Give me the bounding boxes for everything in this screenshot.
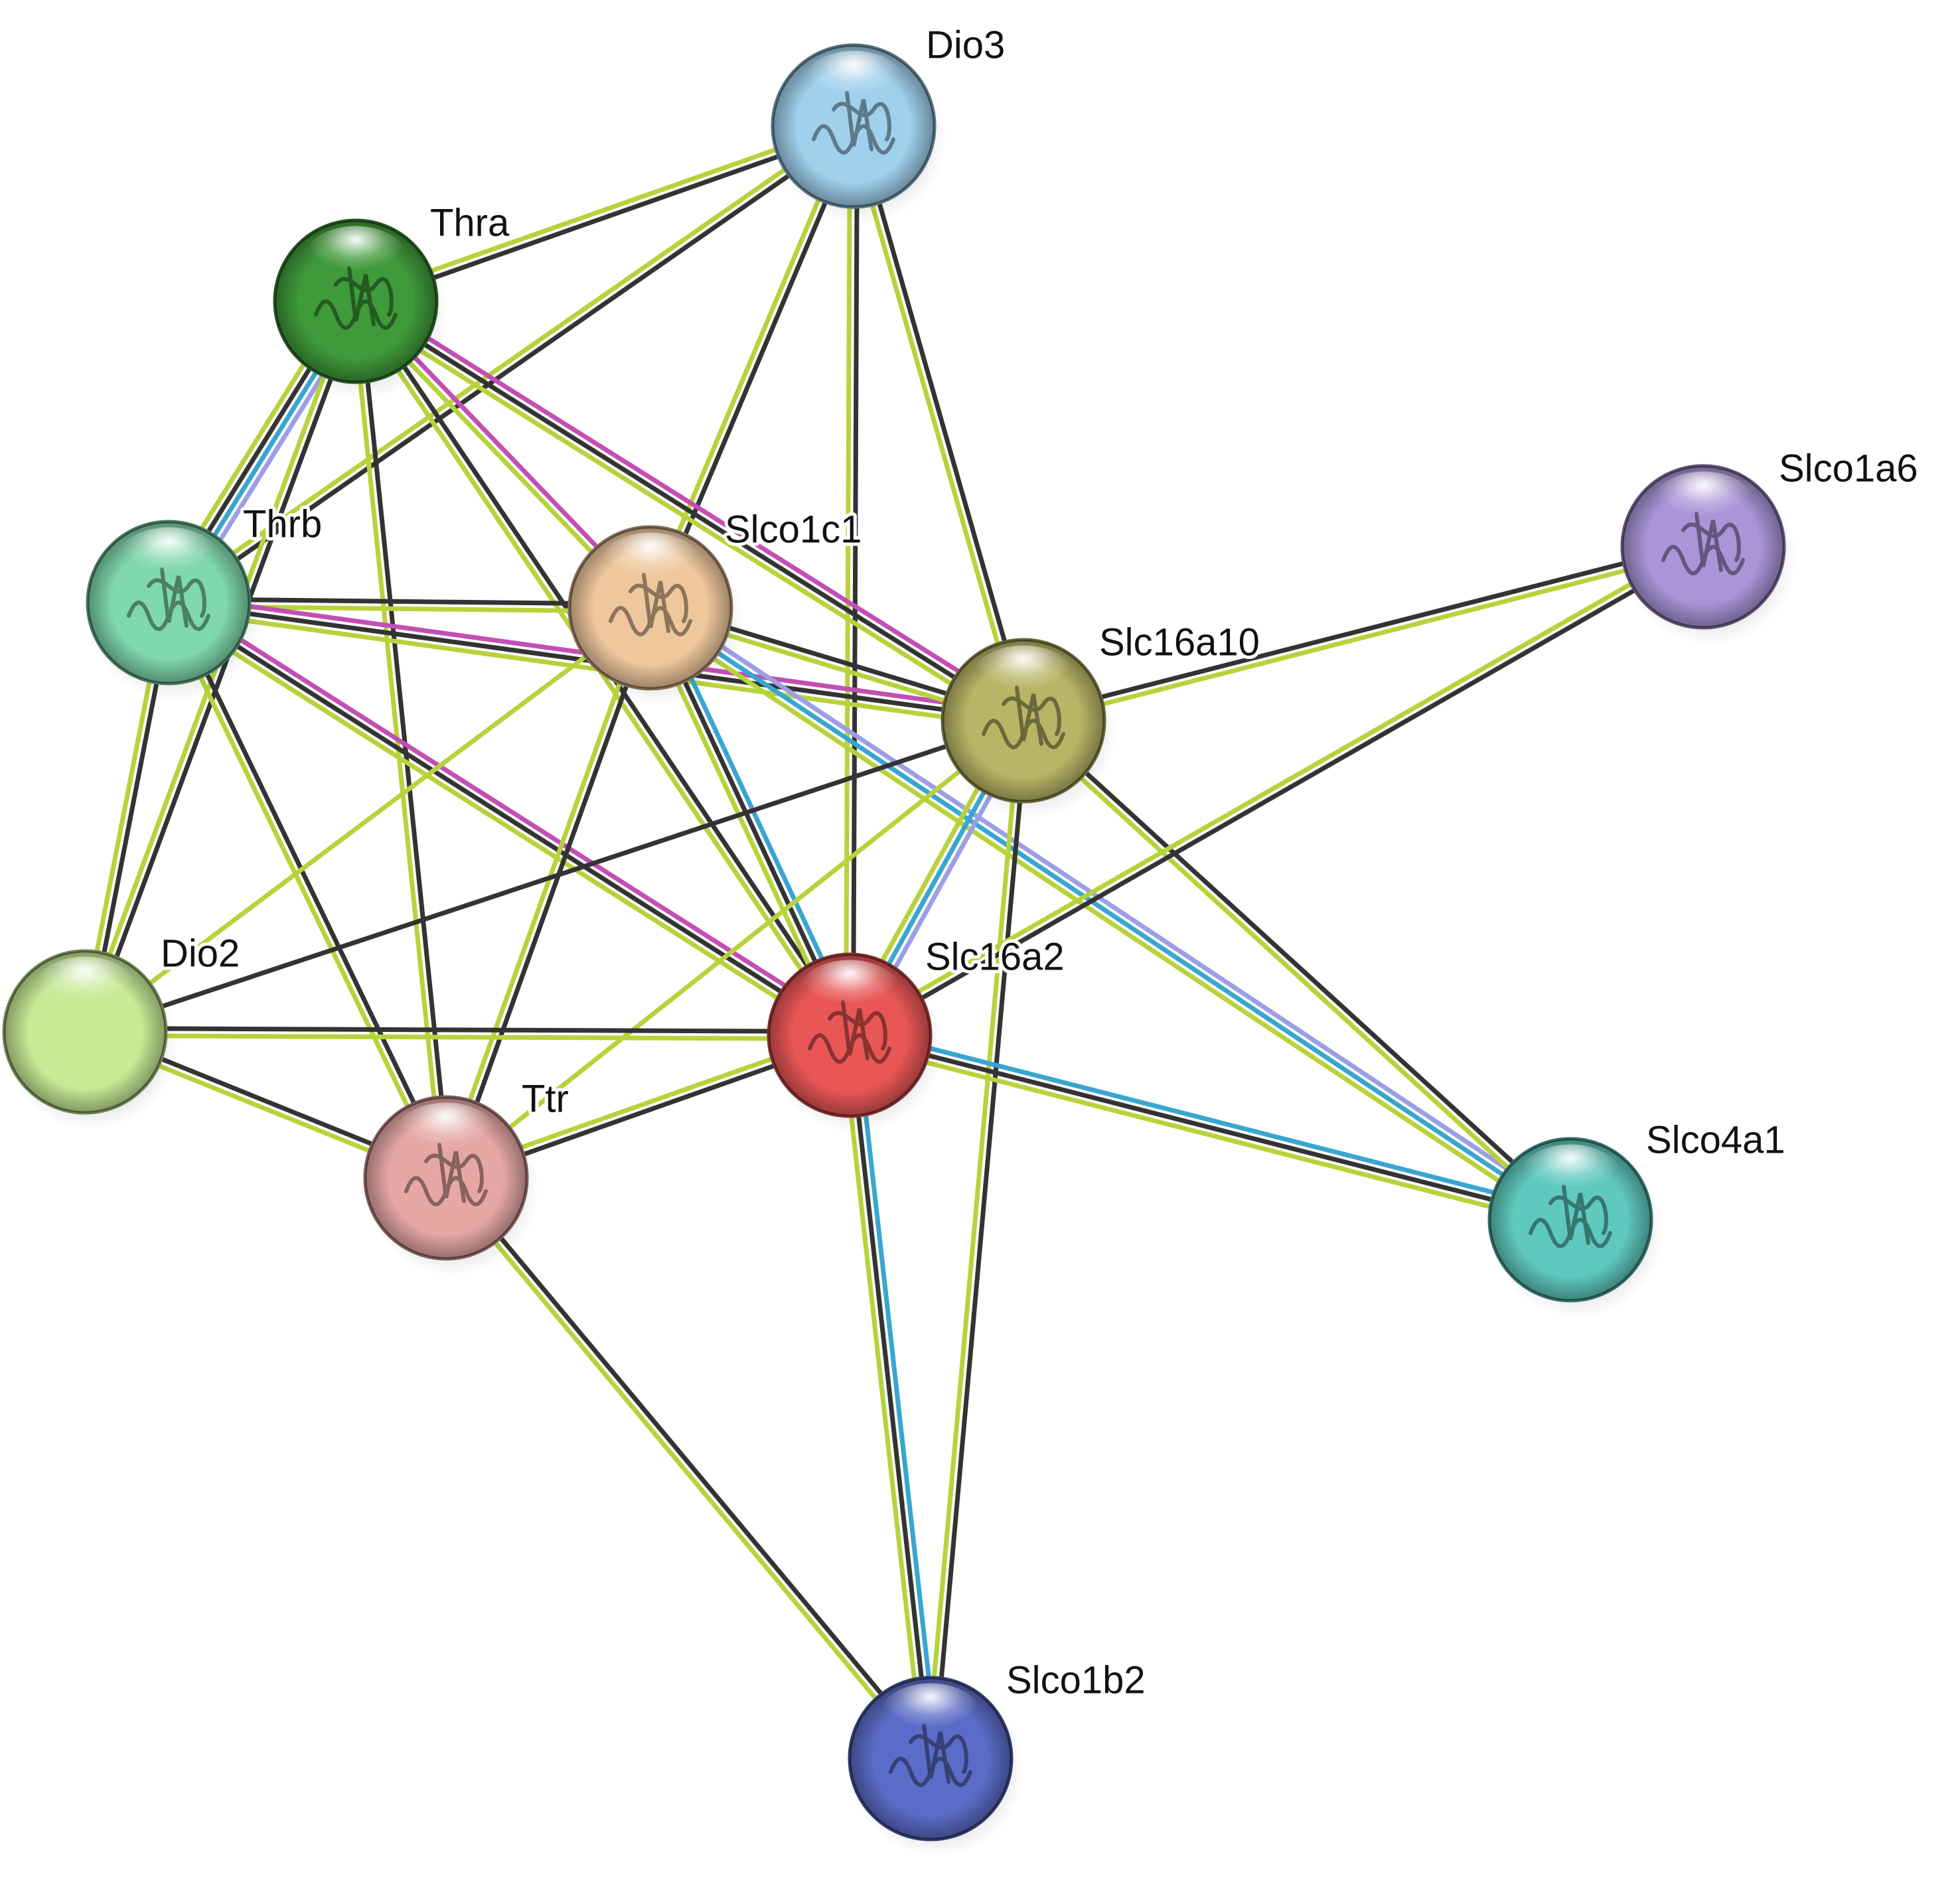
- edge-line-coexpression: [931, 721, 1029, 1759]
- edge-line-coexpression: [447, 608, 656, 1181]
- edge-line-coexpression: [849, 1033, 1571, 1222]
- edge-line-textmining: [848, 126, 1023, 723]
- edge-line-coexpression: [354, 299, 1025, 723]
- node-label-slco1b2: Slco1b2: [1006, 1658, 1146, 1702]
- node-ttr[interactable]: Ttr: [363, 1074, 572, 1276]
- node-slco1b2[interactable]: Slco1b2: [848, 1655, 1149, 1857]
- edge-line-coexpression: [847, 1035, 933, 1759]
- node-gloss: [396, 1102, 496, 1165]
- edge-slc16a10-dio2[interactable]: [84, 718, 1025, 1035]
- edge-line-textmining: [354, 120, 854, 301]
- edge-dio3-slc16a10[interactable]: [848, 124, 1029, 723]
- edge-thrb-slc16a2[interactable]: [163, 594, 855, 1044]
- node-dio2[interactable]: Dio2: [2, 928, 243, 1130]
- node-label-slco4a1: Slco4a1: [1646, 1118, 1785, 1161]
- edge-line-textmining: [163, 607, 847, 1044]
- node-label-slc16a10: Slc16a10: [1099, 620, 1260, 664]
- edge-line-coexpression: [851, 126, 860, 1036]
- edge-slc16a10-slco1b2[interactable]: [925, 720, 1029, 1759]
- node-label-dio2: Dio2: [161, 932, 240, 975]
- edge-slc16a2-slco4a1[interactable]: [847, 1025, 1573, 1230]
- node-label-ttr: Ttr: [522, 1077, 569, 1120]
- node-label-thra: Thra: [430, 201, 510, 244]
- node-gloss: [1520, 1144, 1621, 1206]
- edge-line-textmining: [163, 603, 445, 1181]
- edge-line-textmining: [1019, 721, 1570, 1224]
- edge-line-coexpression: [85, 1026, 850, 1034]
- edge-line-experimental: [358, 293, 1029, 717]
- node-label-slc16a2: Slc16a2: [925, 935, 1065, 978]
- edge-line-textmining: [847, 1040, 1570, 1230]
- edge-line-textmining: [840, 1035, 926, 1760]
- node-slco4a1[interactable]: Slco4a1: [1487, 1115, 1789, 1318]
- node-gloss: [880, 1683, 981, 1745]
- edge-dio3-slc16a2[interactable]: [844, 125, 860, 1036]
- edge-slc16a2-slco1b2[interactable]: [840, 1034, 941, 1760]
- edge-thrb-ttr[interactable]: [163, 600, 452, 1181]
- node-gloss: [1653, 471, 1754, 534]
- edge-line-coexpression: [167, 601, 851, 1037]
- edge-slco1c1-dio2[interactable]: [83, 606, 652, 1034]
- node-label-thrb: Thrb: [243, 502, 322, 545]
- edge-line-textmining: [844, 125, 852, 1035]
- node-gloss: [35, 956, 135, 1019]
- edge-thra-slc16a10[interactable]: [350, 293, 1029, 729]
- edge-line-database: [649, 606, 1572, 1222]
- edge-line-textmining: [84, 1033, 850, 1041]
- edge-line-coexpression: [84, 718, 1025, 1035]
- node-thrb[interactable]: Thrb: [86, 499, 325, 701]
- node-label-slco1c1: Slco1c1: [725, 508, 862, 551]
- node-slc16a2[interactable]: Slc16a2: [767, 932, 1068, 1133]
- edge-slc16a10-slco1a6[interactable]: [1021, 541, 1705, 727]
- edge-slc16a10-slco4a1[interactable]: [1019, 716, 1575, 1224]
- edge-slco1c1-slco4a1[interactable]: [644, 599, 1576, 1228]
- node-gloss: [305, 226, 406, 288]
- edge-slco1a6-slc16a2[interactable]: [846, 542, 1706, 1041]
- edge-line-textmining: [350, 305, 1021, 729]
- node-thra[interactable]: Thra: [273, 198, 513, 399]
- node-gloss: [803, 50, 904, 113]
- node-gloss: [118, 527, 219, 589]
- node-slc16a10[interactable]: Slc16a10: [941, 617, 1263, 819]
- edge-line-coexpression: [169, 127, 858, 608]
- edge-line-database: [854, 1034, 941, 1759]
- edge-line-textmining: [444, 719, 1025, 1180]
- node-gloss: [973, 645, 1074, 707]
- edge-line-homology: [653, 599, 1576, 1216]
- edge-line-textmining: [83, 606, 652, 1034]
- edge-line-coexpression: [447, 1174, 935, 1758]
- node-label-dio3: Dio3: [926, 23, 1005, 66]
- edge-line-database: [850, 1025, 1573, 1215]
- node-label-slco1a6: Slco1a6: [1779, 447, 1918, 490]
- edge-dio2-slc16a2[interactable]: [84, 1026, 850, 1041]
- edge-line-coexpression: [850, 547, 1706, 1041]
- edge-line-textmining: [644, 612, 1568, 1228]
- edge-slco1c1-ttr[interactable]: [440, 605, 656, 1181]
- edge-line-coexpression: [854, 124, 1029, 721]
- edge-slc16a10-ttr[interactable]: [444, 719, 1025, 1180]
- node-gloss: [799, 960, 900, 1022]
- edge-ttr-slco1b2[interactable]: [441, 1174, 935, 1763]
- edge-line-coexpression: [169, 600, 452, 1178]
- node-gloss: [600, 532, 701, 595]
- edge-line-textmining: [441, 1179, 930, 1763]
- node-slco1c1[interactable]: Slco1c1: [567, 504, 865, 706]
- edge-line-textmining: [925, 720, 1023, 1759]
- node-slco1a6[interactable]: Slco1a6: [1620, 443, 1922, 645]
- edge-line-coexpression: [1024, 716, 1575, 1219]
- edge-line-coexpression: [1021, 541, 1703, 720]
- edge-line-textmining: [846, 542, 1703, 1035]
- edge-line-textmining: [1023, 547, 1705, 727]
- edge-line-experimental: [171, 594, 855, 1031]
- node-dio3[interactable]: Dio3: [771, 20, 1008, 224]
- edge-line-textmining: [440, 605, 650, 1178]
